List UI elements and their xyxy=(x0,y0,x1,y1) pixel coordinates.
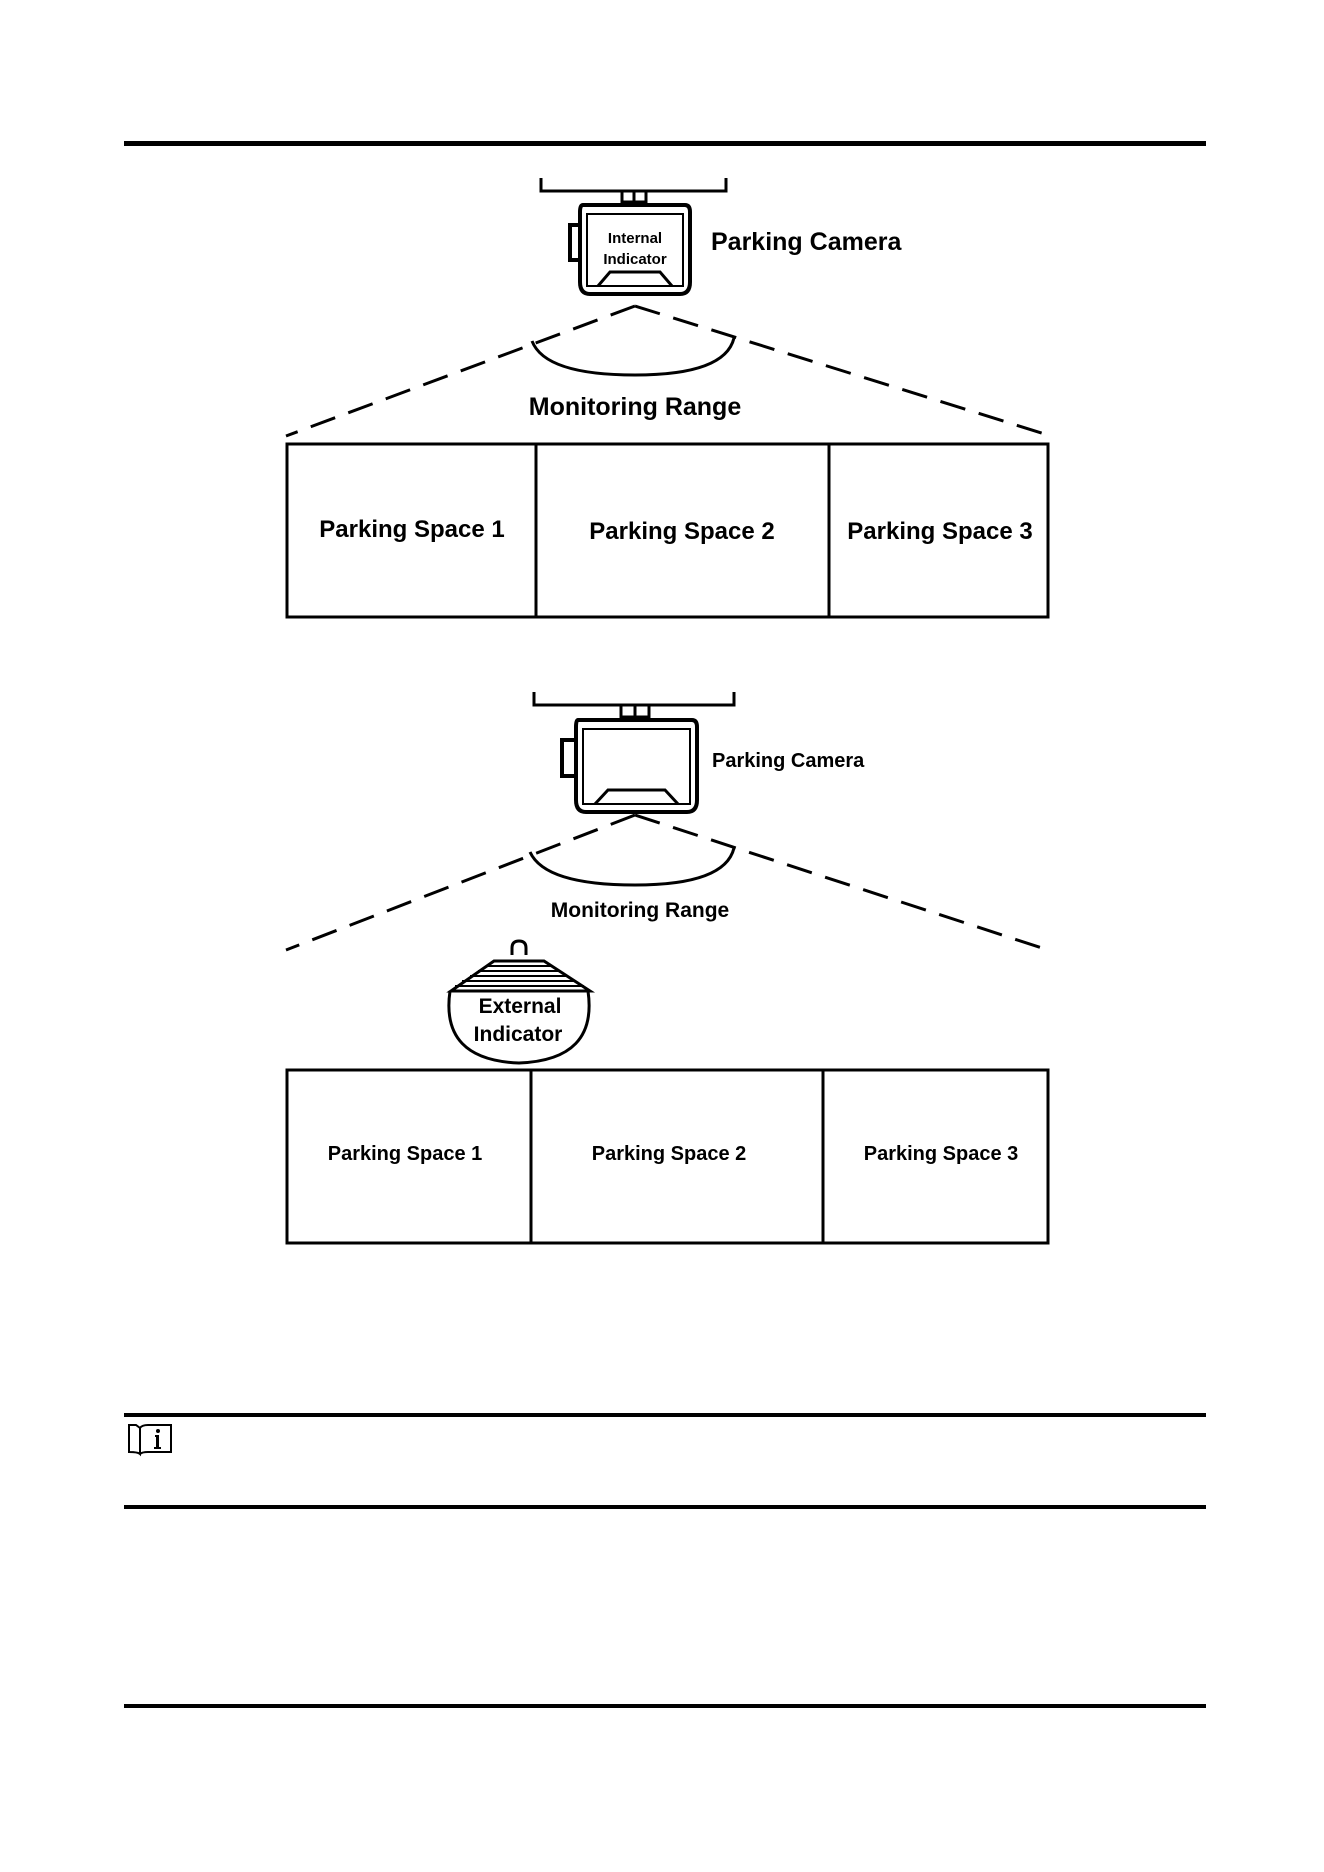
footer-rule xyxy=(124,1704,1206,1708)
camera-mount-bracket-2 xyxy=(534,692,734,717)
note-book-icon xyxy=(126,1423,174,1457)
monitoring-range-label-2: Monitoring Range xyxy=(551,899,729,922)
parking-space-2-label: Parking Space 2 xyxy=(589,518,774,545)
monitoring-range-label: Monitoring Range xyxy=(529,393,742,421)
monitoring-range-lines-2 xyxy=(286,815,1048,950)
parking-space-3-label: Parking Space 3 xyxy=(847,518,1032,545)
parking-space-3-label-2: Parking Space 3 xyxy=(864,1143,1019,1165)
note-top-rule xyxy=(124,1413,1206,1417)
parking-space-2-label-2: Parking Space 2 xyxy=(592,1143,747,1165)
monitoring-range-arc xyxy=(532,338,734,375)
parking-camera-label-2: Parking Camera xyxy=(712,750,865,772)
internal-indicator-diagram: Internal Indicator Parking Camera Monito… xyxy=(0,0,1324,660)
internal-indicator-line2: Indicator xyxy=(603,251,667,268)
monitoring-range-arc-2 xyxy=(530,848,734,885)
camera-icon-2 xyxy=(562,720,697,812)
parking-space-1-label-2: Parking Space 1 xyxy=(328,1143,483,1165)
external-indicator-line1: External xyxy=(479,995,562,1018)
parking-camera-label: Parking Camera xyxy=(711,228,902,256)
external-indicator-line2: Indicator xyxy=(474,1023,563,1046)
note-bottom-rule xyxy=(124,1505,1206,1509)
camera-icon xyxy=(570,205,690,294)
external-indicator-icon xyxy=(449,941,590,1063)
camera-mount-bracket xyxy=(541,178,726,202)
parking-spaces-row-2 xyxy=(287,1070,1048,1243)
internal-indicator-line1: Internal xyxy=(608,230,662,247)
parking-space-1-label: Parking Space 1 xyxy=(319,516,504,543)
